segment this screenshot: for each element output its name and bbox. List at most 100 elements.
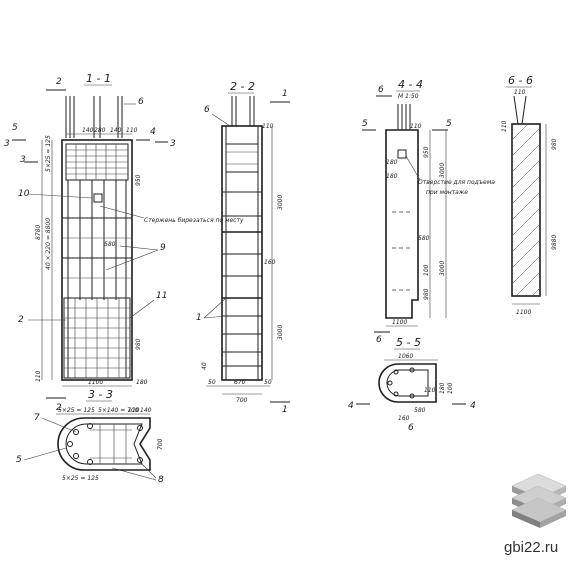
cut-marker-3-left: 3 <box>4 139 10 149</box>
dim-110-s3: 110 <box>128 407 140 414</box>
dim-700-s3: 700 <box>157 438 164 450</box>
protruding-bars <box>65 96 123 138</box>
section-6-6: 6 - 6 110 980 9880 110 1100 <box>501 74 558 316</box>
section-2-2: 2 - 2 1 1 6 110 <box>196 80 290 415</box>
dim-180-s1: 180 <box>136 379 148 386</box>
column-outline-2-2 <box>221 125 263 381</box>
cut-marker-4: 4 <box>150 127 156 137</box>
dim-950-s4: 950 <box>423 146 430 158</box>
cut-marker-5: 5 <box>12 123 18 133</box>
cut-marker-4-right: 4 <box>470 401 476 411</box>
cut-marker-6-top: 6 <box>378 85 384 95</box>
ties-2-2 <box>222 191 262 367</box>
section-2-2-title: 2 - 2 <box>230 80 255 93</box>
middle-ties <box>62 217 132 279</box>
section-6-6-title: 6 - 6 <box>508 74 533 87</box>
cut-marker-6-s5: 6 <box>408 423 414 433</box>
dim-700-s2: 700 <box>236 397 248 404</box>
cut-marker-2-bottom: 2 <box>56 403 62 413</box>
section-5-5: 5 - 5 1060 110 580 180 100 160 4 4 6 <box>348 336 476 433</box>
dim-580-s5: 580 <box>414 407 426 414</box>
dim-110-s5: 110 <box>424 387 436 394</box>
marker-9: 9 <box>160 243 166 253</box>
cut-marker-4-left: 4 <box>348 401 354 411</box>
dim-3000-s2-top: 3000 <box>277 195 284 210</box>
dim-3000-s4-top: 3000 <box>439 163 446 178</box>
lifting-hole-box <box>93 193 103 203</box>
column-outline-6-6 <box>511 123 541 297</box>
dim-1100-s4: 1100 <box>392 319 407 326</box>
note-hole-2: при монтаже <box>426 189 468 196</box>
dim-50-s2-b: 50 <box>264 379 272 386</box>
dim-980-s6: 980 <box>551 138 558 150</box>
dim-1100-s6: 1100 <box>516 309 531 316</box>
dim-140: 140 <box>82 127 94 134</box>
marker-5: 5 <box>16 455 22 465</box>
dim-8780: 8780 <box>35 225 42 240</box>
marker-10: 10 <box>18 189 30 199</box>
dim-50-s2: 50 <box>208 379 216 386</box>
watermark-text: gbi22.ru <box>504 539 558 556</box>
marker-2-left: 2 <box>18 315 24 325</box>
lifting-hole <box>397 149 407 159</box>
dim-1100-s1: 1100 <box>88 379 103 386</box>
dim-120: 110 <box>35 370 42 382</box>
dim-3000-s2-bottom: 3000 <box>277 325 284 340</box>
dim-125-s3: 5×25 = 125 <box>62 475 99 482</box>
marker-6-section-2: 6 <box>204 105 210 115</box>
hatching-6-6 <box>511 123 541 297</box>
section-1-1: 1 - 1 2 2 6 140 280 140 110 4 3 5 3 <box>4 72 244 413</box>
dim-40-s2: 40 <box>201 362 208 370</box>
dim-180-s4-b: 180 <box>386 173 398 180</box>
dim-110-s6: 110 <box>501 120 508 132</box>
cut-marker-1-bottom: 1 <box>282 405 288 415</box>
cut-marker-5-left: 5 <box>362 119 368 129</box>
note-rod: Стержень бирезаться по месту <box>144 217 244 224</box>
dim-ribs: 40 × 220 = 8800 <box>45 218 52 270</box>
cut-marker-6-bottom: 6 <box>376 335 382 345</box>
dim-5x140: 5×140 = 700 <box>98 407 139 414</box>
section-4-4-scale: M 1:50 <box>398 93 419 100</box>
marker-8: 8 <box>158 475 164 485</box>
marker-1-left: 1 <box>196 313 202 323</box>
dim-280: 280 <box>94 127 106 134</box>
dim-110: 110 <box>126 127 138 134</box>
dim-580-s1: 580 <box>104 241 116 248</box>
cut-marker-5-right: 5 <box>446 119 452 129</box>
section-5-5-title: 5 - 5 <box>396 336 421 349</box>
dim-110-s2: 110 <box>262 123 274 130</box>
dim-160-s5: 160 <box>398 415 410 422</box>
dim-100-s4: 100 <box>423 264 430 276</box>
bottom-cage-grid <box>63 297 131 379</box>
section-4-4-title: 4 - 4 <box>398 78 423 91</box>
cut-marker-3-right: 3 <box>170 139 176 149</box>
dim-980-s4: 980 <box>423 288 430 300</box>
top-cage-grid <box>65 143 129 181</box>
dim-550-s6: 110 <box>514 89 526 96</box>
dim-140-s3: 140 <box>140 407 152 414</box>
watermark-logo <box>511 473 567 528</box>
dim-580-s4: 580 <box>418 235 430 242</box>
dim-140-b: 140 <box>110 127 122 134</box>
dim-180-s4: 180 <box>386 159 398 166</box>
dim-9880-s6: 9880 <box>551 235 558 250</box>
section-5-5-cage <box>386 369 429 397</box>
dim-100-s5: 100 <box>447 382 454 394</box>
marker-6-section-1: 6 <box>138 97 144 107</box>
cut-marker-1-top: 1 <box>282 89 288 99</box>
dim-160-s2: 160 <box>264 259 276 266</box>
dim-110-s4: 110 <box>410 123 422 130</box>
dim-180-s5: 180 <box>439 382 446 394</box>
note-hole-1: Отверстие для подъема <box>418 179 495 186</box>
marker-11: 11 <box>156 291 167 301</box>
section-3-3-cage <box>65 423 143 465</box>
marker-7: 7 <box>34 413 40 423</box>
section-3-3: 3 - 3 5×25 = 125 5×140 = 700 700 110 140… <box>16 388 164 485</box>
section-1-1-title: 1 - 1 <box>86 72 111 85</box>
dim-3000-s4-bottom: 3000 <box>439 261 446 276</box>
dim-5x25: 5×25 = 125 <box>45 135 52 172</box>
dim-980-s1: 980 <box>135 338 142 350</box>
column-outline-4-4 <box>385 129 419 319</box>
section-5-5-outline <box>378 363 437 403</box>
